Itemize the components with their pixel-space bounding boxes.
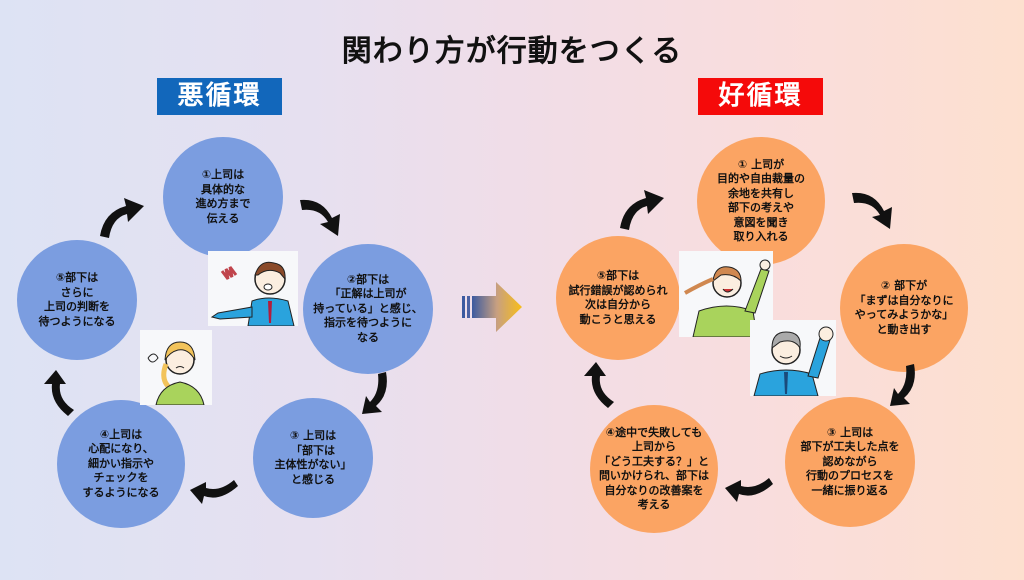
- vicious-step-2: ②部下は 「正解は上司が 持っている」と感じ、 指示を待つように なる: [303, 244, 433, 374]
- step-text: ④途中で失敗しても 上司から 「どう工夫する？」と 問いかけられ、部下は 自分な…: [598, 425, 710, 512]
- step-text: ⑤部下は さらに 上司の判断を 待つようになる: [38, 271, 116, 328]
- vicious-cycle-badge: 悪循環: [157, 78, 282, 115]
- vicious-step-1: ①上司は 具体的な 進め方まで 伝える: [163, 137, 283, 257]
- virtuous-cycle-badge: 好循環: [698, 78, 823, 115]
- transition-arrow-icon: [462, 282, 522, 332]
- angry-boss-illustration: [208, 251, 298, 326]
- virtuous-step-2: ② 部下が 「まずは自分なりに やってみようかな」 と動き出す: [840, 244, 968, 372]
- step-text: ③ 上司は 部下が工夫した点を 認めながら 行動のプロセスを 一緒に振り返る: [800, 425, 900, 497]
- virtuous-step-5: ⑤部下は 試行錯誤が認められ 次は自分から 動こうと思える: [556, 236, 680, 360]
- virtuous-step-1: ① 上司が 目的や自由裁量の 余地を共有し 部下の考えや 意図を聞き 取り入れる: [697, 137, 825, 265]
- step-text: ③ 上司は 「部下は 主体性がない」 と感じる: [274, 429, 352, 486]
- angry-boss-icon: [210, 261, 295, 326]
- cheering-man-illustration: [750, 320, 836, 396]
- step-text: ①上司は 具体的な 進め方まで 伝える: [195, 168, 251, 225]
- curved-arrow-icon: [890, 364, 915, 406]
- virtuous-step-3: ③ 上司は 部下が工夫した点を 認めながら 行動のプロセスを 一緒に振り返る: [785, 397, 915, 527]
- step-text: ② 部下が 「まずは自分なりに やってみようかな」 と動き出す: [854, 279, 954, 336]
- worried-woman-illustration: [140, 330, 212, 405]
- step-text: ① 上司が 目的や自由裁量の 余地を共有し 部下の考えや 意図を聞き 取り入れる: [717, 157, 805, 244]
- vicious-step-3: ③ 上司は 「部下は 主体性がない」 と感じる: [253, 398, 373, 518]
- curved-arrow-icon: [362, 372, 387, 414]
- curved-arrow-icon: [620, 190, 664, 230]
- cheering-woman-icon: [684, 259, 771, 337]
- curved-arrow-icon: [44, 370, 74, 416]
- step-text: ⑤部下は 試行錯誤が認められ 次は自分から 動こうと思える: [568, 269, 668, 326]
- worried-woman-icon: [147, 341, 205, 405]
- curved-arrow-icon: [300, 199, 340, 236]
- curved-arrow-icon: [725, 478, 773, 502]
- curved-arrow-icon: [852, 192, 892, 229]
- virtuous-step-4: ④途中で失敗しても 上司から 「どう工夫する？」と 問いかけられ、部下は 自分な…: [590, 405, 718, 533]
- step-text: ②部下は 「正解は上司が 持っている」と感じ、 指示を待つように なる: [313, 272, 423, 344]
- page-title: 関わり方が行動をつくる: [341, 34, 683, 69]
- vicious-step-5: ⑤部下は さらに 上司の判断を 待つようになる: [17, 240, 137, 360]
- step-text: ④上司は 心配になり、 細かい指示や チェックを するようになる: [82, 427, 160, 499]
- curved-arrow-icon: [100, 198, 144, 238]
- cheering-man-icon: [753, 326, 834, 396]
- curved-arrow-icon: [190, 480, 238, 504]
- vicious-step-4: ④上司は 心配になり、 細かい指示や チェックを するようになる: [57, 400, 185, 528]
- curved-arrow-icon: [584, 362, 614, 408]
